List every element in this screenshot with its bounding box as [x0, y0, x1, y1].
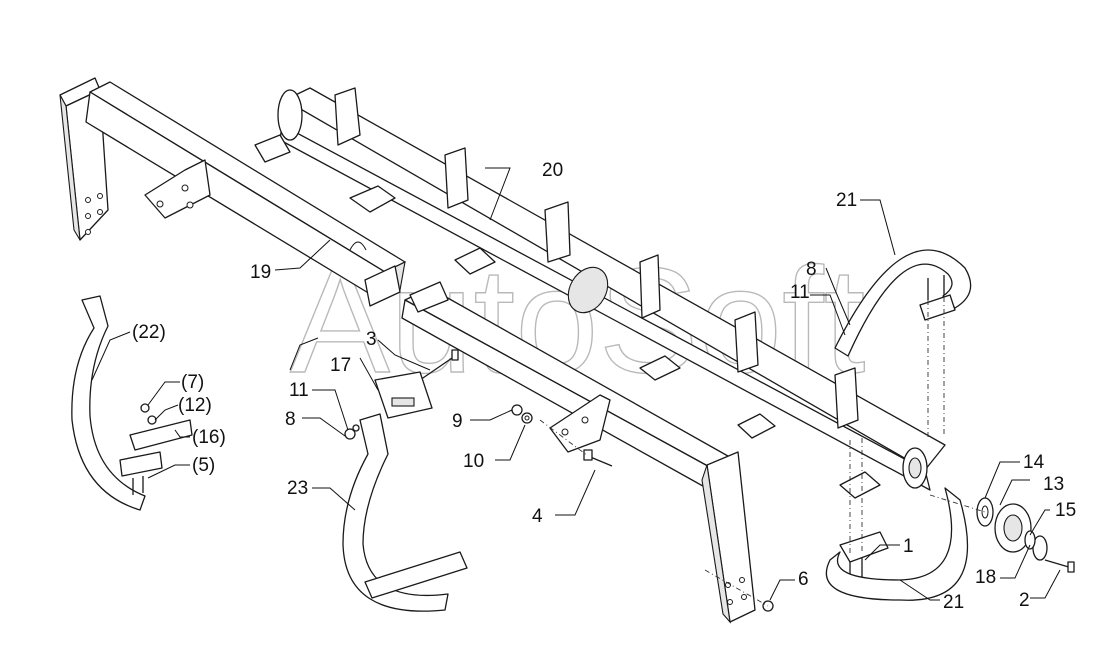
callout-labels: 19 20 21 8 11 1 21 2 15 13 14 18 3 17 11…	[132, 160, 1076, 613]
callout-21-top: 21	[836, 190, 857, 211]
callout-8-right: 8	[806, 259, 817, 280]
callout-15: 15	[1055, 500, 1076, 521]
callout-23: 23	[287, 478, 308, 499]
callout-7: (7)	[181, 372, 204, 393]
bearing-assembly	[976, 497, 1048, 561]
spring-tines-part-21	[825, 249, 972, 601]
callout-4: 4	[532, 506, 543, 527]
callout-17: 17	[330, 355, 351, 376]
callout-3: 3	[366, 329, 377, 350]
front-beam-part-19	[59, 77, 406, 307]
callout-21-bottom: 21	[943, 592, 964, 613]
callout-11-right: 11	[790, 282, 810, 303]
callout-19: 19	[250, 262, 271, 283]
callout-5: (5)	[192, 455, 215, 476]
callout-13: 13	[1043, 474, 1064, 495]
callout-6: 6	[798, 569, 809, 590]
callout-1: 1	[903, 536, 914, 557]
callout-8-left: 8	[285, 409, 296, 430]
callout-16: (16)	[192, 427, 226, 448]
callout-12: (12)	[178, 395, 212, 416]
callout-22: (22)	[132, 322, 166, 343]
callout-18: 18	[975, 567, 996, 588]
assembly-centerlines	[539, 297, 986, 607]
callout-10: 10	[463, 451, 484, 472]
callout-9: 9	[452, 411, 463, 432]
rear-beam	[401, 281, 756, 624]
callout-2: 2	[1019, 590, 1030, 611]
spring-tine-part-23	[342, 413, 468, 612]
callout-20: 20	[542, 160, 563, 181]
callout-14: 14	[1023, 452, 1045, 473]
spring-tine-part-22	[71, 295, 193, 511]
leader-lines	[91, 167, 1061, 601]
callout-11-left: 11	[289, 380, 309, 401]
fasteners	[344, 275, 1075, 612]
round-tube-part-20	[254, 87, 946, 499]
